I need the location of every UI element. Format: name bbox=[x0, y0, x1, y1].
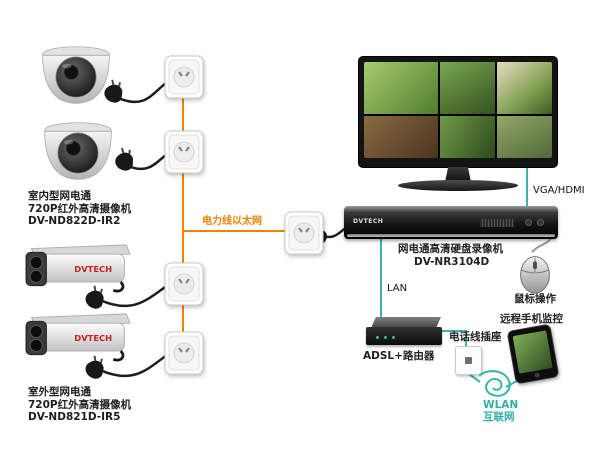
router-led bbox=[384, 336, 387, 339]
phone-socket-plate-icon bbox=[455, 346, 482, 375]
camera-brand: DVTECH bbox=[74, 333, 112, 343]
power-plug-icon bbox=[96, 76, 132, 114]
indoor-camera-desc: 720P红外高清摄像机 bbox=[28, 202, 132, 215]
wall-outlet-icon bbox=[164, 262, 204, 306]
power-plug-icon bbox=[76, 352, 114, 391]
monitor-bezel bbox=[358, 56, 558, 168]
camera-feed bbox=[364, 62, 439, 115]
nvr-button bbox=[537, 219, 544, 226]
bullet-camera-icon: DVTECH bbox=[22, 243, 134, 295]
nvr-icon: DVTECH bbox=[344, 206, 558, 239]
phone-home-button bbox=[533, 372, 540, 379]
nvr-vents bbox=[480, 219, 514, 227]
mouse-icon bbox=[514, 246, 556, 296]
wlan-spiral-icon bbox=[474, 366, 520, 402]
outdoor-camera-label: 室外型网电通 720P红外高清摄像机 DV-ND821D-IR5 bbox=[28, 386, 131, 424]
outdoor-camera-model: DV-ND821D-IR5 bbox=[28, 411, 121, 423]
router-front bbox=[366, 327, 442, 345]
router-icon bbox=[366, 317, 442, 345]
wlan-label: WLAN bbox=[483, 399, 519, 411]
phone-socket-label: 电话线插座 bbox=[449, 331, 502, 343]
camera-feed bbox=[497, 62, 552, 115]
surveillance-grid bbox=[364, 62, 552, 158]
router-led bbox=[376, 336, 379, 339]
powerline-label: 电力线以太网 bbox=[202, 216, 262, 227]
power-plug-icon bbox=[76, 282, 114, 321]
camera-feed bbox=[364, 116, 439, 158]
outdoor-camera-type: 室外型网电通 bbox=[28, 386, 91, 398]
router-top bbox=[371, 317, 441, 328]
power-plug-icon bbox=[108, 144, 143, 181]
router-led bbox=[392, 336, 395, 339]
bullet-camera-icon: DVTECH bbox=[22, 312, 134, 364]
wall-outlet-icon bbox=[164, 130, 204, 174]
socket-hole bbox=[465, 357, 472, 364]
camera-feed bbox=[440, 62, 496, 115]
remote-phone-label: 远程手机监控 bbox=[500, 313, 563, 325]
indoor-camera-type: 室内型网电通 bbox=[28, 190, 91, 202]
nvr-name-label: 网电通高清硬盘录像机 bbox=[398, 243, 503, 255]
vga-hdmi-label: VGA/HDMI bbox=[533, 185, 585, 196]
nvr-button bbox=[525, 219, 532, 226]
monitor-base bbox=[398, 180, 518, 191]
wall-outlet-icon bbox=[284, 211, 324, 255]
wall-outlet-icon bbox=[164, 331, 204, 375]
monitor-icon bbox=[358, 56, 558, 192]
dome-camera-icon bbox=[38, 122, 118, 184]
camera-feed bbox=[440, 116, 496, 158]
wall-outlet-icon bbox=[164, 55, 204, 99]
indoor-camera-label: 室内型网电通 720P红外高清摄像机 DV-ND822D-IR2 bbox=[28, 190, 131, 228]
camera-feed bbox=[497, 116, 552, 158]
mouse-label: 鼠标操作 bbox=[514, 293, 556, 305]
internet-label: 互联网 bbox=[483, 411, 515, 423]
outdoor-camera-desc: 720P红外高清摄像机 bbox=[28, 398, 132, 411]
monitor-stand bbox=[445, 167, 471, 182]
nvr-brand: DVTECH bbox=[353, 218, 384, 225]
indoor-camera-model: DV-ND822D-IR2 bbox=[28, 215, 121, 227]
nvr-model-label: DV-NR3104D bbox=[414, 256, 490, 268]
camera-brand: DVTECH bbox=[74, 264, 112, 274]
lan-label: LAN bbox=[387, 283, 408, 294]
dome-camera-icon bbox=[36, 46, 116, 108]
router-label: ADSL+路由器 bbox=[363, 350, 435, 362]
